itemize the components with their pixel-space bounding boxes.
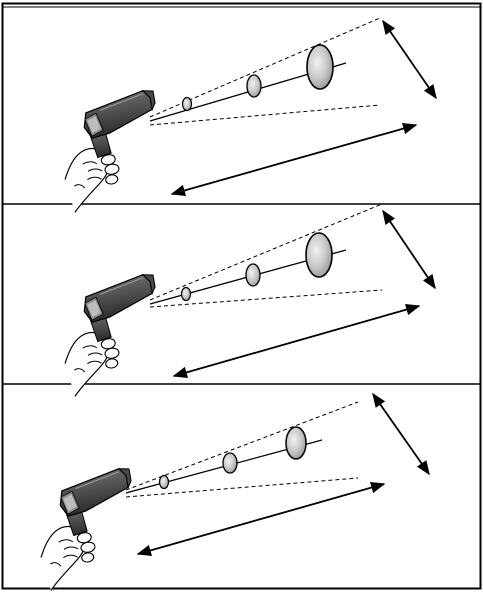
measurement-spot-icon [183, 98, 192, 111]
measurement-spot-icon [286, 427, 306, 459]
measurement-spot-icon [246, 264, 260, 286]
measurement-spot-icon [306, 233, 332, 277]
measurement-spot-icon [160, 476, 169, 489]
measurement-spot-icon [182, 288, 191, 301]
measurement-spot-icon [223, 453, 237, 473]
measurement-spot-icon [307, 45, 333, 89]
measurement-spot-icon [247, 75, 261, 97]
